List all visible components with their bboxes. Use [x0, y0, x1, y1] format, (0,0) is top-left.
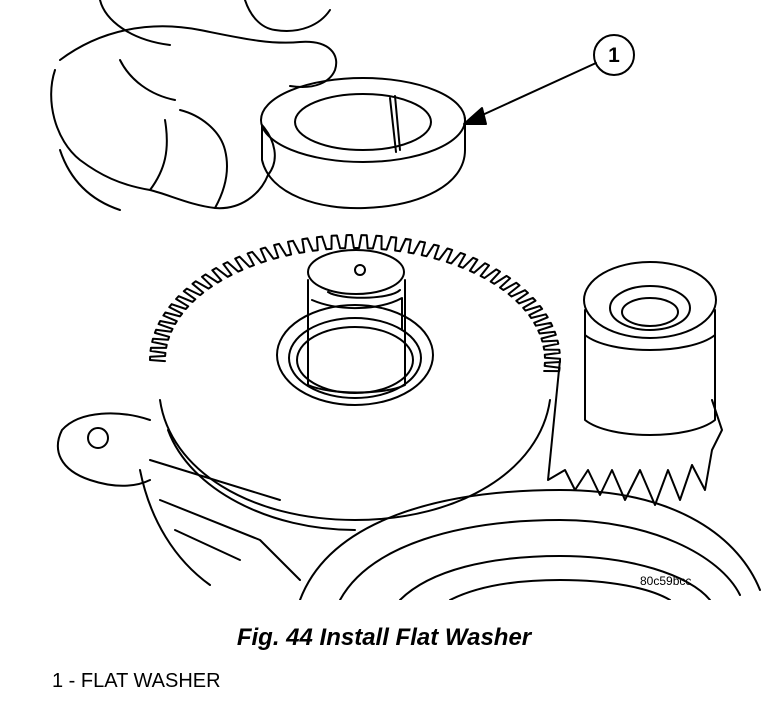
technical-illustration: 1 [50, 0, 761, 600]
hand [50, 0, 338, 211]
legend-number: 1 [52, 670, 64, 692]
legend-item: 1 - FLAT WASHER [52, 670, 221, 693]
legend-separator: - [63, 670, 81, 692]
callout-number: 1 [608, 44, 620, 67]
image-code: 80c59bcc [640, 574, 692, 588]
flat-washer [260, 77, 466, 210]
figure-caption: Fig. 44 Install Flat Washer [236, 624, 532, 651]
output-shaft [307, 249, 406, 394]
pinion-gear [547, 261, 723, 506]
large-gear [149, 234, 561, 531]
legend-label: FLAT WASHER [80, 670, 221, 692]
callout-1: 1 [463, 34, 635, 125]
transfer-case-housing [57, 412, 761, 600]
